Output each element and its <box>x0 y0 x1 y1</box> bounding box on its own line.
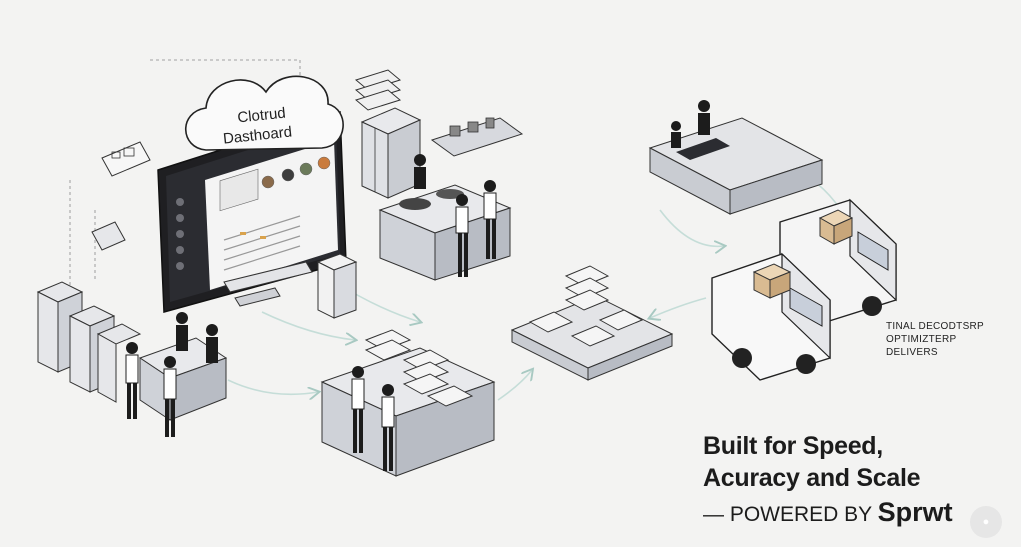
van-icon <box>711 252 831 381</box>
food-tray-icon <box>364 329 474 407</box>
packing-counter <box>320 347 496 477</box>
route-label-line3: DELIVERS <box>886 347 938 358</box>
cloud-icon <box>184 75 344 151</box>
prep-counter <box>138 337 228 421</box>
container-stack <box>316 253 358 319</box>
server-icon <box>91 221 126 251</box>
stacked-trays <box>354 69 402 111</box>
staff-figures-dispatch <box>671 100 710 148</box>
kitchen-shelf <box>430 117 524 157</box>
monitor-icon <box>157 110 347 313</box>
route-label-line1: TINAL DECODTSRP <box>886 321 985 332</box>
staff-figures-left <box>125 312 218 437</box>
tagline-line1: Built for Speed, <box>703 432 883 460</box>
tagline-line3: — POWERED BY Sprwt <box>703 498 1003 529</box>
tagline-line2: Acuracy and Scale <box>703 464 921 492</box>
delivery-route-label: TINAL DECODTSRP OPTIMIZTERP DELIVERS <box>886 320 1016 359</box>
watermark-icon: ● <box>970 506 1002 538</box>
cooking-station <box>378 184 512 281</box>
tablet-device-icon <box>101 141 151 177</box>
refrigerator-icon <box>360 107 422 199</box>
chef-icon <box>414 154 497 277</box>
staff-figures-center <box>351 366 395 471</box>
meal-container-icon <box>528 265 644 347</box>
tagline: Built for Speed, Acuracy and Scale — POW… <box>703 430 1003 529</box>
route-label-line2: OPTIMIZTERP <box>886 334 957 345</box>
powered-by-text: — POWERED BY <box>703 503 872 526</box>
brand-name: Sprwt <box>877 497 953 527</box>
box-icon <box>752 209 854 299</box>
cloud-label-line1: Clotrud <box>237 105 287 127</box>
dispatch-table <box>648 117 824 215</box>
storage-racks <box>36 281 142 403</box>
dashed-connectors <box>69 59 301 300</box>
